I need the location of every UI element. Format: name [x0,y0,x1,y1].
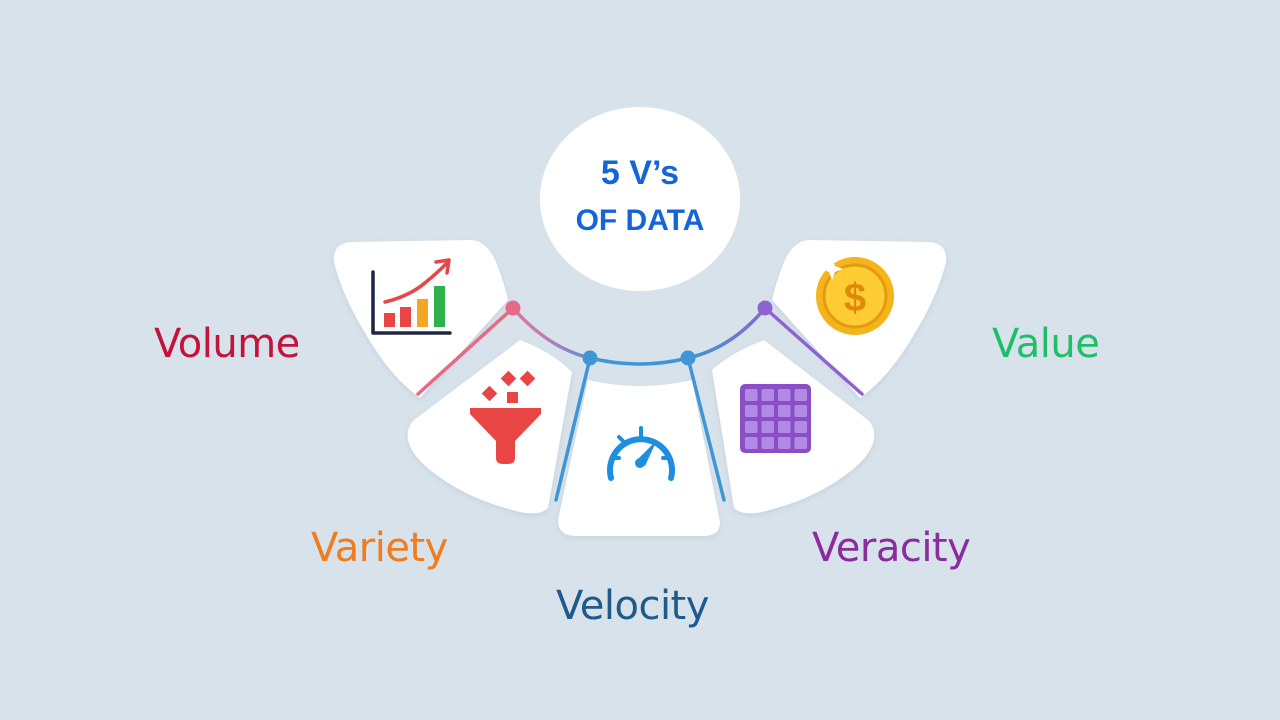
grid-cell [778,437,791,449]
center-title-line2: OF DATA [575,204,705,238]
connector-dots [505,300,773,366]
svg-text:$: $ [844,276,866,320]
label-volume: Volume [154,321,300,367]
grid-cell [761,421,774,433]
grid-cell [761,405,774,417]
center-circle: 5 V’s OF DATA [540,107,740,291]
label-velocity: Velocity [556,583,709,629]
grid-icon [740,384,811,453]
grid-cell [745,437,758,449]
label-veracity: Veracity [812,525,971,571]
speedometer-icon [607,426,675,481]
grid-cell [794,405,807,417]
grid-cell [778,421,791,433]
dollar-coin-icon: $ [816,257,894,335]
grid-cell [745,389,758,401]
grid-cell [794,389,807,401]
label-variety: Variety [311,525,448,571]
grid-cell [745,405,758,417]
connector-lines [416,306,864,502]
grid-cell [778,389,791,401]
grid-cell [778,405,791,417]
grid-cell [794,421,807,433]
grid-cell [794,437,807,449]
growth-chart-icon [371,258,452,335]
grid-cell [761,389,774,401]
center-title-line1: 5 V’s [600,153,680,192]
label-value: Value [992,321,1100,367]
grid-cell [761,437,774,449]
grid-cell [745,421,758,433]
